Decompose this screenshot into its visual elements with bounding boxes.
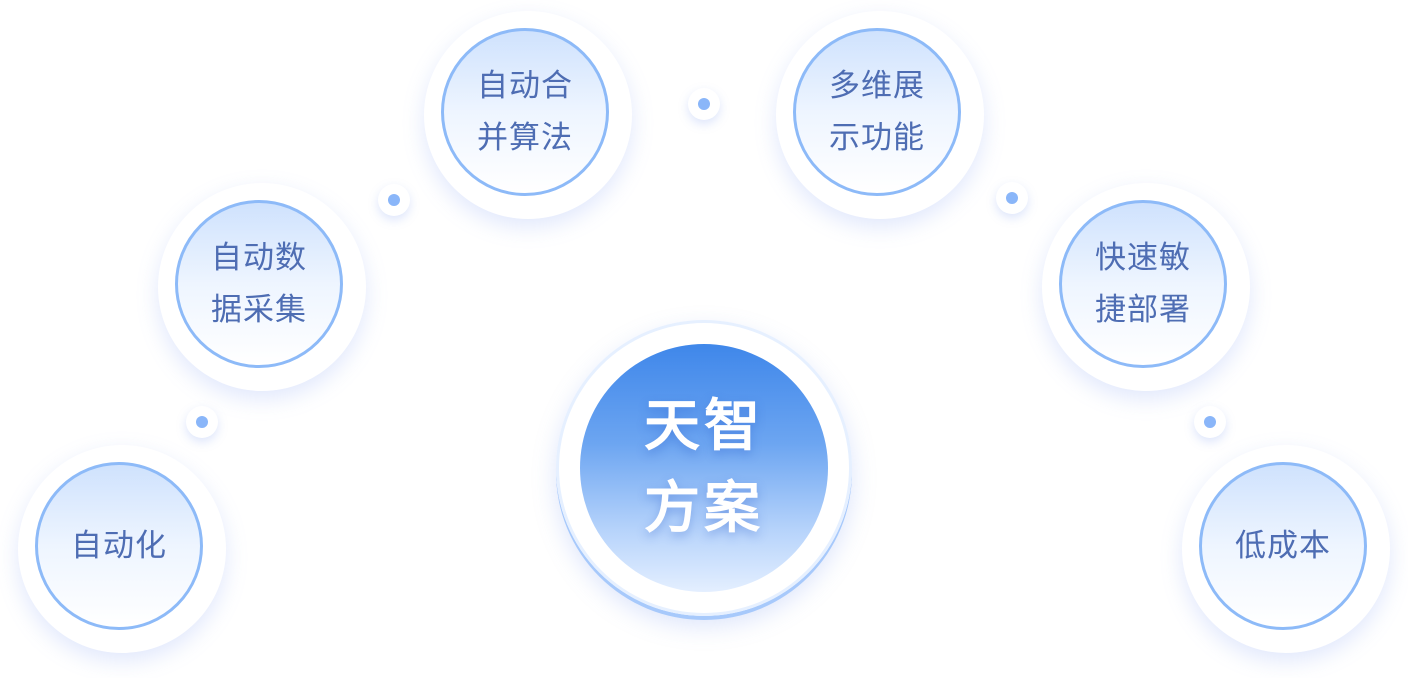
feature-auto-data-collection: 自动数 据采集 [158, 183, 366, 391]
feature-agile-deployment: 快速敏 捷部署 [1042, 183, 1250, 391]
center-title: 天智 [644, 394, 764, 459]
feature-auto-consolidation-algorithm: 自动合 并算法 [424, 11, 632, 219]
feature-low-cost: 低成本 [1182, 445, 1390, 653]
feature-label: 据采集 [211, 292, 307, 328]
feature-label: 低成本 [1235, 528, 1331, 564]
feature-label: 快速敏 [1095, 240, 1191, 276]
connector-dot [378, 184, 410, 216]
center-title: 方案 [644, 476, 764, 541]
feature-label: 多维展 [829, 68, 925, 104]
feature-label: 示功能 [829, 120, 925, 156]
connector-dot [1194, 406, 1226, 438]
feature-label: 捷部署 [1095, 292, 1191, 328]
feature-label: 自动合 [477, 68, 573, 104]
feature-label: 并算法 [477, 120, 573, 156]
connector-dot [186, 406, 218, 438]
feature-automation: 自动化 [18, 445, 226, 653]
feature-label: 自动数 [211, 240, 307, 276]
connector-dot [688, 88, 720, 120]
feature-label: 自动化 [71, 528, 167, 564]
center-hub: 天智 方案 [556, 320, 852, 616]
feature-multidimensional-display: 多维展 示功能 [776, 11, 984, 219]
connector-dot [996, 182, 1028, 214]
